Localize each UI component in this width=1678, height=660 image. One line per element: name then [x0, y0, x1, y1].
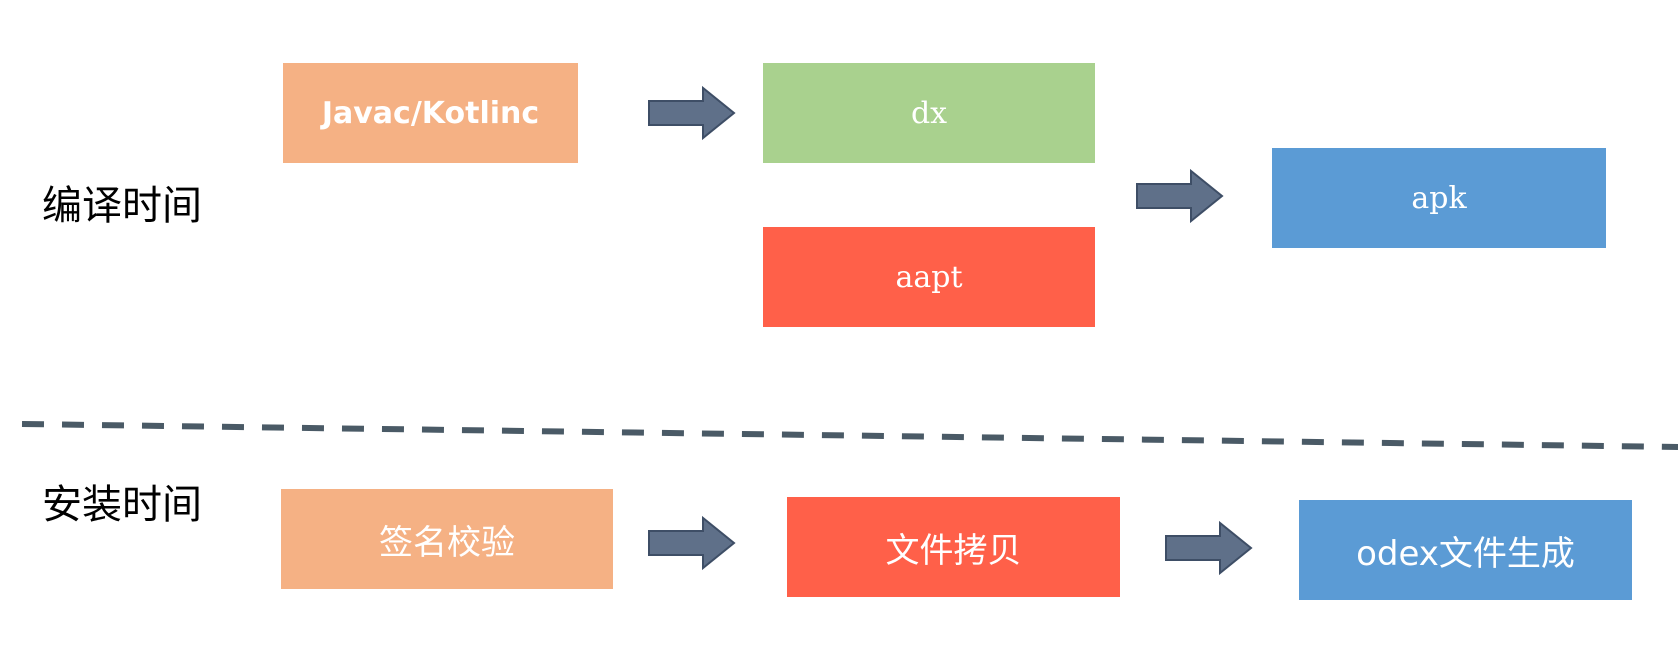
compile-time-label: 编译时间: [42, 183, 202, 229]
apk-box: apk: [1272, 148, 1606, 248]
arrow-copy-to-odex-icon: [1165, 520, 1253, 576]
arrow-to-apk-icon: [1136, 168, 1224, 224]
file-copy-label: 文件拷贝: [885, 530, 1022, 571]
dx-label: dx: [910, 95, 948, 131]
file-copy-box: 文件拷贝: [787, 497, 1120, 597]
arrow-javac-to-dx-icon: [648, 85, 736, 141]
javac-kotlinc-label: Javac/Kotlinc: [321, 95, 540, 131]
signature-check-label: 签名校验: [379, 522, 515, 563]
install-time-label: 安装时间: [42, 482, 202, 528]
signature-check-box: 签名校验: [281, 489, 613, 589]
aapt-label: aapt: [895, 259, 963, 295]
aapt-box: aapt: [763, 227, 1095, 327]
javac-kotlinc-box: Javac/Kotlinc: [283, 63, 578, 163]
arrow-signature-to-copy-icon: [648, 515, 736, 571]
dx-box: dx: [763, 63, 1095, 163]
apk-label: apk: [1411, 180, 1467, 216]
odex-generation-box: odex文件生成: [1299, 500, 1632, 600]
odex-generation-label: odex文件生成: [1356, 533, 1575, 574]
